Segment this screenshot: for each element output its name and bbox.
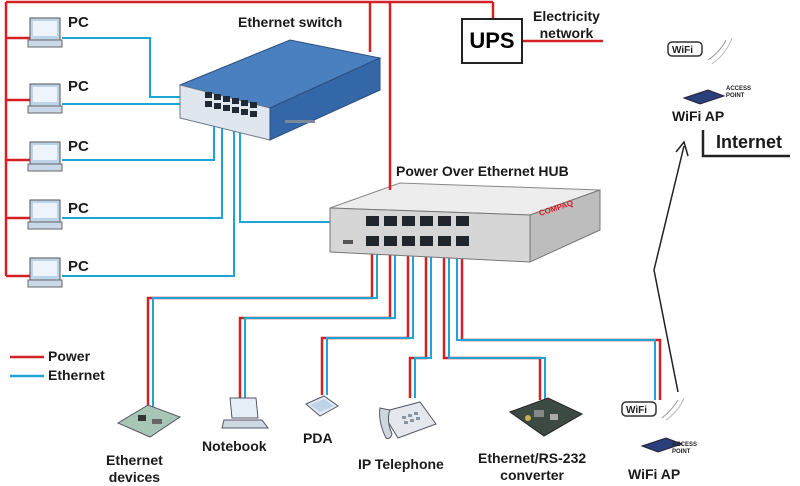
poe-hub-label: Power Over Ethernet HUB [396, 163, 569, 179]
pc-icon [27, 83, 63, 114]
legend-power-label: Power [48, 348, 91, 364]
pc-icon [27, 199, 63, 230]
pc-label-4: PC [68, 200, 89, 217]
notebook-icon [221, 397, 269, 429]
ethernet-switch-label: Ethernet switch [238, 14, 343, 30]
ethernet-lines [62, 37, 656, 410]
wifi-ap-top-label: WiFi AP [672, 108, 725, 124]
ip-telephone-label: IP Telephone [358, 456, 444, 472]
pc-label-2: PC [68, 78, 89, 95]
rs232-converter-label: Ethernet/RS-232 converter [478, 450, 587, 483]
notebook-label: Notebook [202, 438, 267, 454]
poe-hub-icon: COMPAQ [329, 182, 601, 263]
electricity-network-label: Electricity network [533, 8, 600, 41]
pc-icon [27, 17, 63, 48]
pc-label-3: PC [68, 138, 89, 155]
legend-ethernet-label: Ethernet [48, 367, 105, 383]
svg-text:WiFi: WiFi [672, 45, 693, 56]
svg-text:WiFi: WiFi [626, 405, 647, 416]
ethernet-devices-label: Ethernet devices [106, 452, 163, 485]
ups-box: UPS [461, 18, 523, 64]
pc-icon [27, 257, 63, 288]
ethernet-switch-icon [178, 39, 382, 141]
pda-icon [305, 395, 339, 417]
rs232-converter-icon [508, 397, 584, 437]
pc-label-5: PC [68, 258, 89, 275]
pc-icon [27, 141, 63, 172]
ethernet-device-icon [116, 404, 182, 438]
pda-label: PDA [303, 430, 333, 446]
pc-label-1: PC [68, 14, 89, 31]
pc-icons [27, 17, 63, 288]
wifi-ap-bottom-label: WiFi AP [628, 466, 681, 482]
internet-bracket [701, 130, 790, 158]
legend-lines [10, 355, 44, 378]
wireless-link-arrow [653, 140, 689, 393]
ip-telephone-icon [379, 401, 437, 439]
ups-label: UPS [469, 28, 515, 53]
internet-label: Internet [716, 132, 783, 152]
